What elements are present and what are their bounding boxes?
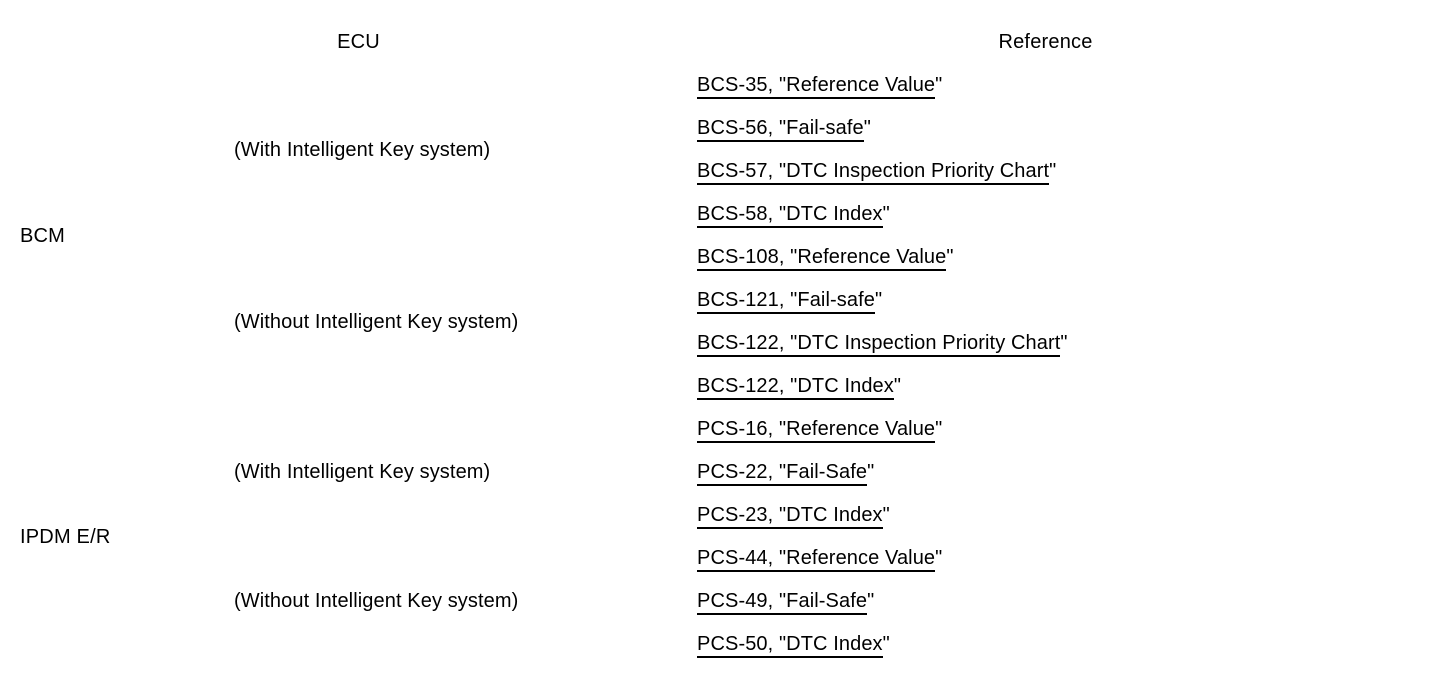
reference-link-quote: " bbox=[946, 246, 954, 268]
reference-link-text: PCS-22, "Fail-Safe bbox=[697, 461, 868, 486]
reference-cell: PCS-50, "DTC Index" bbox=[697, 623, 1394, 666]
reference-link-text: PCS-50, "DTC Index bbox=[697, 633, 883, 658]
reference-link-quote: " bbox=[863, 117, 871, 139]
variant-label: (With Intelligent Key system) bbox=[234, 461, 491, 483]
reference-link-text: PCS-49, "Fail-Safe bbox=[697, 590, 868, 615]
variant-label: (Without Intelligent Key system) bbox=[234, 590, 519, 612]
reference-link-quote: " bbox=[882, 203, 890, 225]
reference-link-text: PCS-23, "DTC Index bbox=[697, 504, 883, 529]
reference-link-quote: " bbox=[882, 504, 890, 526]
table-row: PCS-50, "DTC Index" bbox=[20, 623, 1394, 666]
reference-link[interactable]: BCS-35, "Reference Value" bbox=[697, 74, 942, 99]
header-reference: Reference bbox=[998, 30, 1093, 53]
reference-cell: PCS-16, "Reference Value" bbox=[697, 408, 1394, 451]
reference-link[interactable]: BCS-122, "DTC Index" bbox=[697, 375, 901, 400]
reference-link-text: BCS-122, "DTC Inspection Priority Chart bbox=[697, 332, 1061, 357]
reference-link-quote: " bbox=[935, 418, 943, 440]
reference-link[interactable]: PCS-50, "DTC Index" bbox=[697, 633, 890, 658]
reference-cell: PCS-49, "Fail-Safe" bbox=[697, 580, 1394, 623]
reference-link-quote: " bbox=[882, 633, 890, 655]
reference-cell: PCS-44, "Reference Value" bbox=[697, 537, 1394, 580]
reference-link[interactable]: PCS-16, "Reference Value" bbox=[697, 418, 942, 443]
header-row: ECU Reference bbox=[20, 20, 1394, 64]
table-row: PCS-49, "Fail-Safe" bbox=[20, 580, 1394, 623]
reference-cell: BCS-35, "Reference Value" bbox=[697, 64, 1394, 107]
reference-cell: BCS-121, "Fail-safe" bbox=[697, 279, 1394, 322]
ecu-group-label: BCM bbox=[20, 224, 66, 247]
reference-link[interactable]: PCS-44, "Reference Value" bbox=[697, 547, 942, 572]
reference-link-text: BCS-57, "DTC Inspection Priority Chart bbox=[697, 160, 1050, 185]
table-row: IPDM E/R (With Intelligent Key system) PCS… bbox=[20, 408, 1394, 548]
table-row: BCS-121, "Fail-safe" bbox=[20, 279, 1394, 322]
reference-link-quote: " bbox=[867, 461, 875, 483]
reference-link-quote: " bbox=[1060, 332, 1068, 354]
table-row: (Without Intelligent Key system) BCS-108,… bbox=[20, 236, 1394, 333]
reference-link-text: BCS-58, "DTC Index bbox=[697, 203, 883, 228]
reference-cell: BCS-56, "Fail-safe" bbox=[697, 107, 1394, 150]
reference-cell: BCS-57, "DTC Inspection Priority Chart" bbox=[697, 150, 1394, 193]
reference-link[interactable]: PCS-49, "Fail-Safe" bbox=[697, 590, 874, 615]
reference-link-text: BCS-35, "Reference Value bbox=[697, 74, 936, 99]
table-row: (Without Intelligent Key system) PCS-44, … bbox=[20, 537, 1394, 612]
reference-link-quote: " bbox=[874, 289, 883, 311]
reference-link[interactable]: PCS-22, "Fail-Safe" bbox=[697, 461, 874, 486]
variant-label: (Without Intelligent Key system) bbox=[234, 310, 519, 333]
reference-link-text: PCS-44, "Reference Value bbox=[697, 547, 936, 572]
table-row: BCS-58, "DTC Index" bbox=[20, 193, 1394, 236]
reference-link-text: PCS-16, "Reference Value bbox=[697, 418, 936, 443]
reference-cell: BCS-122, "DTC Index" bbox=[697, 365, 1394, 408]
header-ecu: ECU bbox=[337, 30, 380, 53]
table-header: ECU Reference bbox=[20, 20, 1394, 64]
reference-link-text: BCS-56, "Fail-safe bbox=[697, 117, 864, 142]
table-row: BCS-122, "DTC Inspection Priority Chart" bbox=[20, 322, 1394, 365]
table-row: BCM (With Intelligent Key system) BCS-35, … bbox=[20, 64, 1394, 247]
ecu-group-label: IPDM E/R bbox=[20, 525, 111, 548]
reference-link[interactable]: PCS-23, "DTC Index" bbox=[697, 504, 890, 529]
reference-link-quote: " bbox=[867, 590, 875, 612]
reference-cell: BCS-58, "DTC Index" bbox=[697, 193, 1394, 236]
reference-link-quote: " bbox=[935, 74, 943, 96]
table-body: BCM (With Intelligent Key system) BCS-35, … bbox=[20, 64, 1394, 666]
table-row: BCS-57, "DTC Inspection Priority Chart" bbox=[20, 150, 1394, 193]
ecu-reference-table: ECU Reference BCM (With Intelligent Key s… bbox=[20, 20, 1394, 666]
reference-cell: BCS-108, "Reference Value" bbox=[697, 236, 1394, 279]
reference-link-quote: " bbox=[893, 375, 902, 397]
reference-link-text: BCS-108, "Reference Value bbox=[697, 246, 947, 271]
table-row: PCS-23, "DTC Index" bbox=[20, 494, 1394, 537]
table-row: PCS-22, "Fail-Safe" bbox=[20, 451, 1394, 494]
reference-link[interactable]: BCS-57, "DTC Inspection Priority Chart" bbox=[697, 160, 1056, 185]
reference-link-quote: " bbox=[1049, 160, 1057, 182]
reference-link[interactable]: BCS-56, "Fail-safe" bbox=[697, 117, 871, 142]
reference-link-text: BCS-121, "Fail-safe bbox=[697, 289, 875, 314]
table-row: BCS-56, "Fail-safe" bbox=[20, 107, 1394, 150]
reference-link[interactable]: BCS-108, "Reference Value" bbox=[697, 246, 954, 271]
reference-link[interactable]: BCS-58, "DTC Index" bbox=[697, 203, 890, 228]
reference-cell: BCS-122, "DTC Inspection Priority Chart" bbox=[697, 322, 1394, 365]
reference-link-text: BCS-122, "DTC Index bbox=[697, 375, 894, 400]
reference-cell: PCS-22, "Fail-Safe" bbox=[697, 451, 1394, 494]
table-row: BCS-122, "DTC Index" bbox=[20, 365, 1394, 408]
variant-label: (With Intelligent Key system) bbox=[234, 138, 491, 161]
reference-cell: PCS-23, "DTC Index" bbox=[697, 494, 1394, 537]
reference-link[interactable]: BCS-121, "Fail-safe" bbox=[697, 289, 882, 314]
reference-link-quote: " bbox=[935, 547, 943, 569]
reference-link[interactable]: BCS-122, "DTC Inspection Priority Chart" bbox=[697, 332, 1068, 357]
